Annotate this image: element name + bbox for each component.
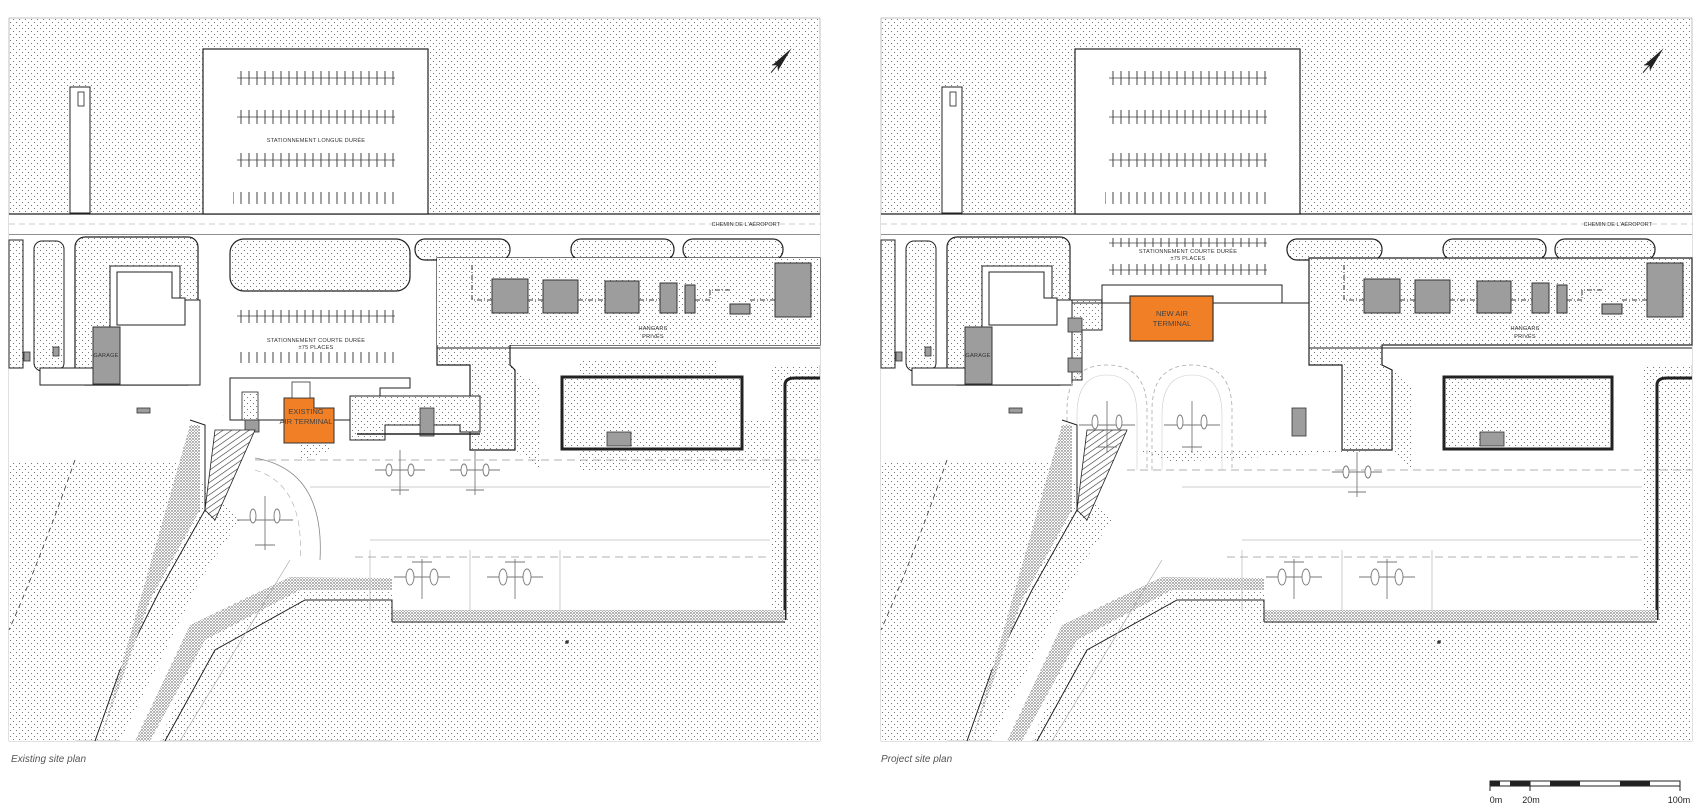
north-arrow-icon [1642, 48, 1664, 74]
long-term-parking: STATIONNEMENT LONGUE DURÉE [202, 48, 429, 215]
short-term-parking-label: STATIONNEMENT COURTE DURÉE [1139, 248, 1237, 255]
short-term-parking-label: STATIONNEMENT COURTE DURÉE [267, 337, 365, 344]
existing-air-terminal: EXISTING AIR TERMINAL [279, 381, 335, 444]
aircraft-icon [1079, 401, 1415, 599]
garage-building [964, 326, 993, 385]
scale-bar: 0m 20m 100m [1489, 780, 1691, 805]
garage-building [92, 326, 121, 385]
new-air-terminal: NEW AIR TERMINAL [1129, 295, 1214, 342]
new-terminal-line2: TERMINAL [1153, 319, 1191, 328]
garage-label: GARAGE [965, 353, 990, 359]
project-site-plan: CHEMIN DE L'AÉROPORT STATIONNEMENT COURT… [880, 17, 1693, 742]
scale-label-20: 20m [1522, 795, 1540, 805]
hangars-private-label: PRIVÉS [1514, 333, 1536, 340]
existing-site-plan: CHEMIN DE L'AÉROPORT STATIONNEMENT LONGU… [8, 17, 821, 742]
road-label: CHEMIN DE L'AÉROPORT [1584, 221, 1653, 228]
short-term-parking-places: ±75 PLACES [1171, 256, 1206, 262]
north-arrow-icon [770, 48, 792, 74]
hangars-label: HANGARS [638, 326, 667, 332]
long-term-parking-label: STATIONNEMENT LONGUE DURÉE [267, 137, 366, 144]
existing-terminal-line2: AIR TERMINAL [279, 417, 332, 426]
existing-terminal-line1: EXISTING [288, 407, 324, 416]
existing-site-plan-caption: Existing site plan [11, 754, 87, 765]
short-term-parking-places: ±75 PLACES [299, 345, 334, 351]
aircraft-icon [237, 450, 543, 599]
new-terminal-line1: NEW AIR [1156, 309, 1189, 318]
scale-label-0: 0m [1490, 795, 1503, 805]
garage-label: GARAGE [93, 353, 118, 359]
hangars-label: HANGARS [1510, 326, 1539, 332]
project-site-plan-caption: Project site plan [881, 754, 953, 765]
scale-label-100: 100m [1668, 795, 1691, 805]
hangars-private-label: PRIVÉS [642, 333, 664, 340]
short-term-parking: STATIONNEMENT COURTE DURÉE ±75 PLACES [237, 310, 395, 363]
road-label: CHEMIN DE L'AÉROPORT [712, 221, 781, 228]
